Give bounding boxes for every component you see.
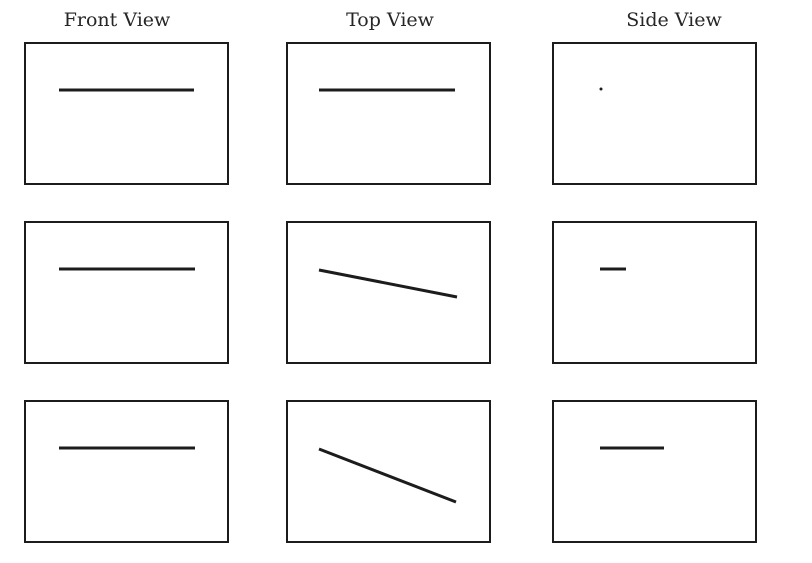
top-view-box-row-3 [286, 400, 491, 543]
view-box-frame [552, 221, 757, 364]
front-view-box-row-2 [24, 221, 229, 364]
front-view-canvas [24, 42, 229, 185]
projection-line [318, 268, 458, 299]
column-header-top-view: Top View [346, 9, 434, 31]
top-view-box-row-2 [286, 221, 491, 364]
view-box-frame [24, 221, 229, 364]
side-view-box-row-3 [552, 400, 757, 543]
side-view-canvas [552, 42, 757, 185]
top-view-canvas [286, 42, 491, 185]
top-view-box-row-1 [286, 42, 491, 185]
view-box-frame [286, 400, 491, 543]
front-view-canvas [24, 400, 229, 543]
view-box-frame [552, 400, 757, 543]
projection-line [318, 447, 457, 504]
front-view-canvas [24, 221, 229, 364]
view-box-frame [286, 221, 491, 364]
top-view-canvas [286, 221, 491, 364]
top-view-canvas [286, 400, 491, 543]
side-view-canvas [552, 221, 757, 364]
view-box-frame [552, 42, 757, 185]
view-box-frame [24, 42, 229, 185]
view-box-frame [286, 42, 491, 185]
column-header-side-view: Side View [626, 9, 722, 31]
column-header-front-view: Front View [63, 9, 171, 31]
view-box-frame [24, 400, 229, 543]
projection-dot [599, 87, 603, 91]
side-view-canvas [552, 400, 757, 543]
side-view-box-row-1 [552, 42, 757, 185]
front-view-box-row-3 [24, 400, 229, 543]
side-view-box-row-2 [552, 221, 757, 364]
front-view-box-row-1 [24, 42, 229, 185]
